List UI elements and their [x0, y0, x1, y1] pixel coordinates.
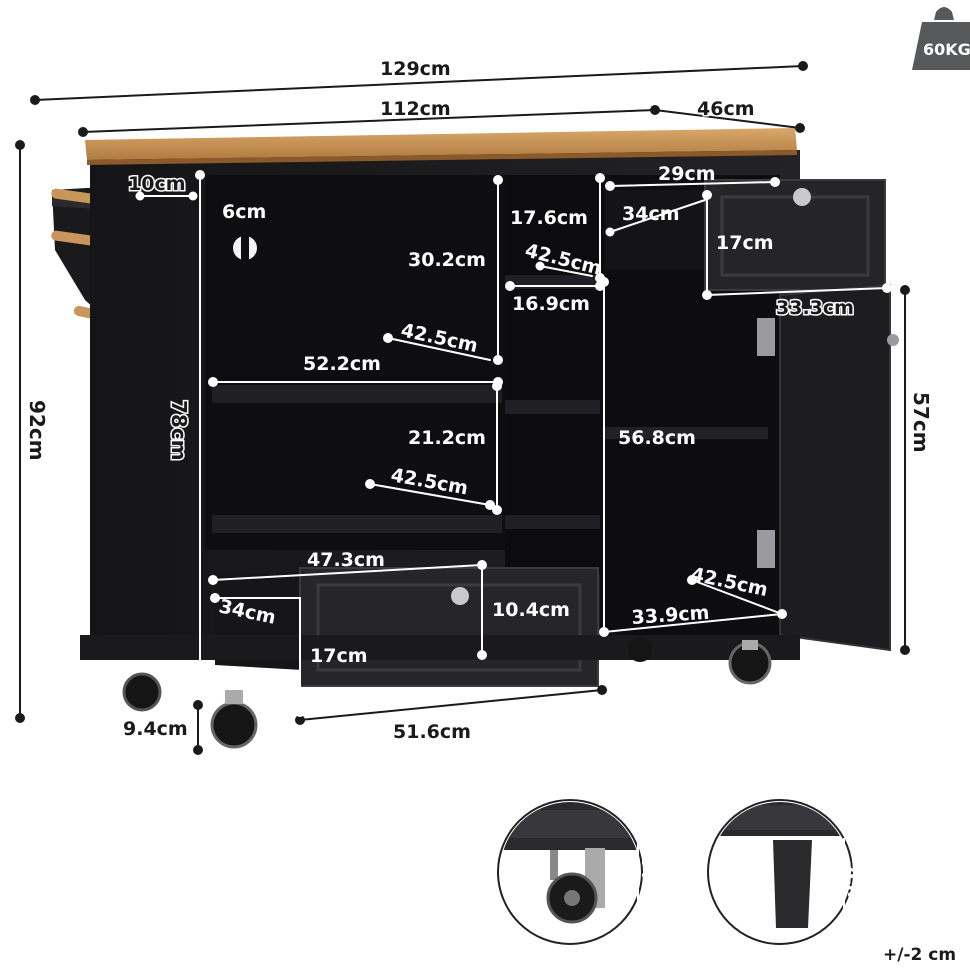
label-top-drawer-height: 17cm: [716, 232, 774, 254]
label-total-width: 129cm: [380, 58, 451, 80]
label-bottom-drawer-inner-height: 10.4cm: [492, 599, 570, 621]
label-bottom-drawer-front-width: 51.6cm: [393, 721, 471, 743]
label-cabinet-inner-width: 33.9cm: [631, 602, 710, 629]
label-total-height: 92cm: [25, 400, 49, 461]
weight-badge: 60KG: [912, 7, 970, 70]
label-bottom-drawer-width: 47.3cm: [307, 549, 385, 571]
label-top-drawer-depth: 34cm: [622, 203, 680, 225]
weight-icon: [934, 7, 954, 20]
drawer-knob-icon: [451, 587, 469, 605]
detail-inset-leg: 9cm: [707, 799, 865, 945]
narrow-shelf-column: [505, 175, 600, 575]
label-depth: 46cm: [697, 98, 755, 120]
label-upper-shelf-height: 30.2cm: [408, 249, 486, 271]
top-drawer: [605, 179, 886, 291]
kitchen-island-cabinet: [51, 128, 899, 749]
cabinet-door: [757, 283, 899, 652]
caster-wheel-icon: [122, 638, 772, 749]
label-inset-caster-height: 9.4cm: [637, 846, 659, 911]
hinge-icon: [757, 318, 775, 356]
label-door-width: 33.3cm: [776, 297, 854, 319]
shelf-board-lower: [212, 515, 502, 533]
open-shelf-area: [205, 175, 505, 550]
label-inset-leg-height: 9cm: [843, 860, 865, 904]
tolerance-note: +/-2 cm: [883, 945, 956, 965]
label-cabinet-inner-height: 56.8cm: [618, 427, 696, 449]
label-door-height: 57cm: [909, 392, 933, 453]
wood-countertop: [85, 128, 797, 160]
label-top-width: 112cm: [380, 98, 451, 120]
cabinet-leg-icon: [773, 840, 812, 928]
label-narrow-top-height: 17.6cm: [510, 207, 588, 229]
label-upper-shelf-width: 52.2cm: [303, 353, 381, 375]
label-handle-hole: 6cm: [222, 201, 266, 223]
label-top-drawer-width: 29cm: [658, 163, 716, 185]
dimension-lines: [15, 61, 910, 755]
label-middle-shelf-height: 21.2cm: [408, 427, 486, 449]
weight-label: 60KG: [923, 40, 970, 59]
label-bottom-drawer-height: 17cm: [310, 645, 368, 667]
label-caster-height: 9.4cm: [123, 718, 188, 740]
hinge-icon: [757, 530, 775, 568]
drawer-knob-icon: [793, 188, 811, 206]
detail-inset-caster: 9.4cm: [497, 799, 659, 945]
label-cabinet-height: 78cm: [167, 400, 191, 461]
shelf-board-upper: [212, 385, 502, 403]
label-narrow-width: 16.9cm: [512, 293, 590, 315]
label-side-rack-width: 10cm: [128, 173, 186, 195]
